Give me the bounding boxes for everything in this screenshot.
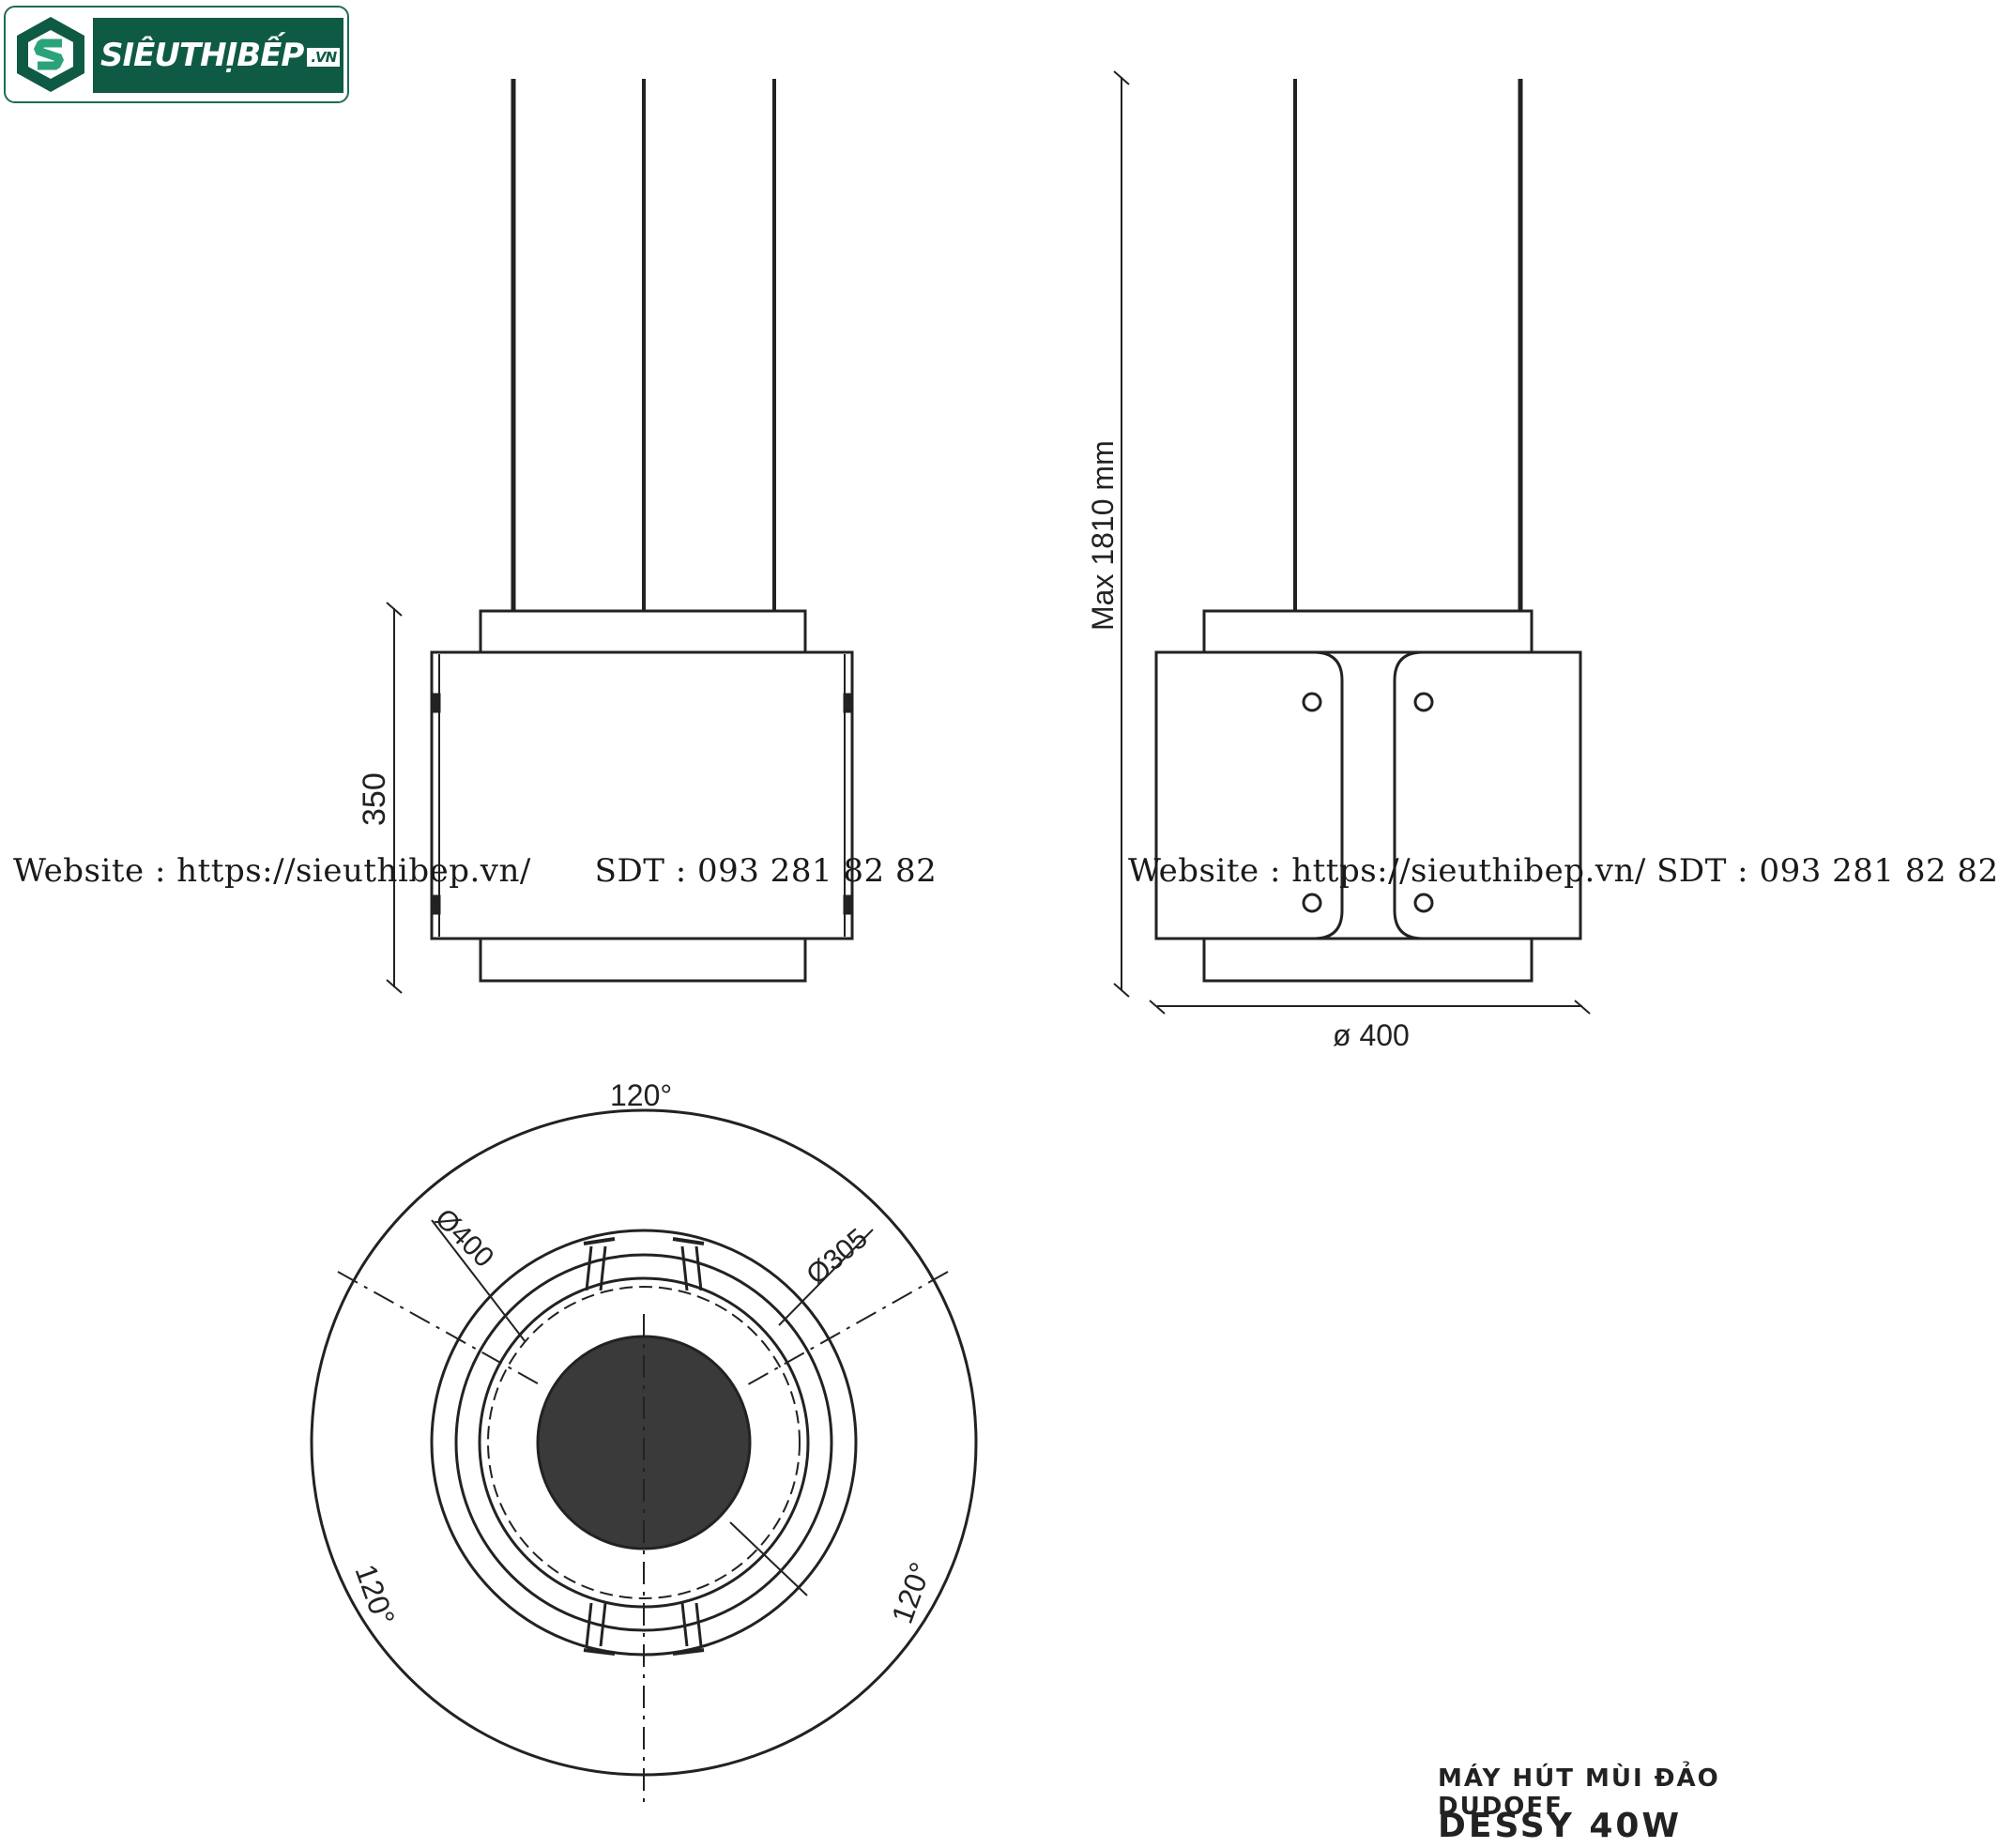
s-hexagon-logo-icon	[17, 17, 84, 92]
watermark-right: Website : https://sieuthibep.vn/ SDT : 0…	[1128, 852, 1999, 890]
angle-top-label: 120°	[610, 1078, 672, 1112]
dia-inner-label: Ø305	[801, 1223, 873, 1291]
bottom-view	[310, 1108, 978, 1802]
diameter-side-label: ø 400	[1333, 1018, 1410, 1052]
height-label: 350	[357, 772, 392, 826]
max-length-label: Max 1810 mm	[1086, 440, 1120, 631]
product-category: MÁY HÚT MÙI ĐẢO DUDOFF	[1438, 1764, 1720, 1821]
side-view	[1113, 70, 1591, 1015]
product-model: DESSY 40W	[1438, 1807, 1683, 1845]
angle-left-label: 120°	[348, 1560, 401, 1630]
technical-drawing: 350 Max 1810 mm ø 400 120° 120° 120° Ø40…	[310, 70, 1591, 1802]
brand-logo[interactable]: SIÊUTHỊBẾP.VN	[4, 6, 349, 103]
spec-sheet: SIÊUTHỊBẾP.VN	[4, 6, 1999, 1845]
angle-right-label: 120°	[885, 1558, 938, 1628]
front-view	[386, 79, 854, 994]
watermark-left: Website : https://sieuthibep.vn/ SDT : 0…	[13, 852, 938, 890]
brand-logo-text: SIÊUTHỊBẾP.VN	[93, 18, 343, 93]
